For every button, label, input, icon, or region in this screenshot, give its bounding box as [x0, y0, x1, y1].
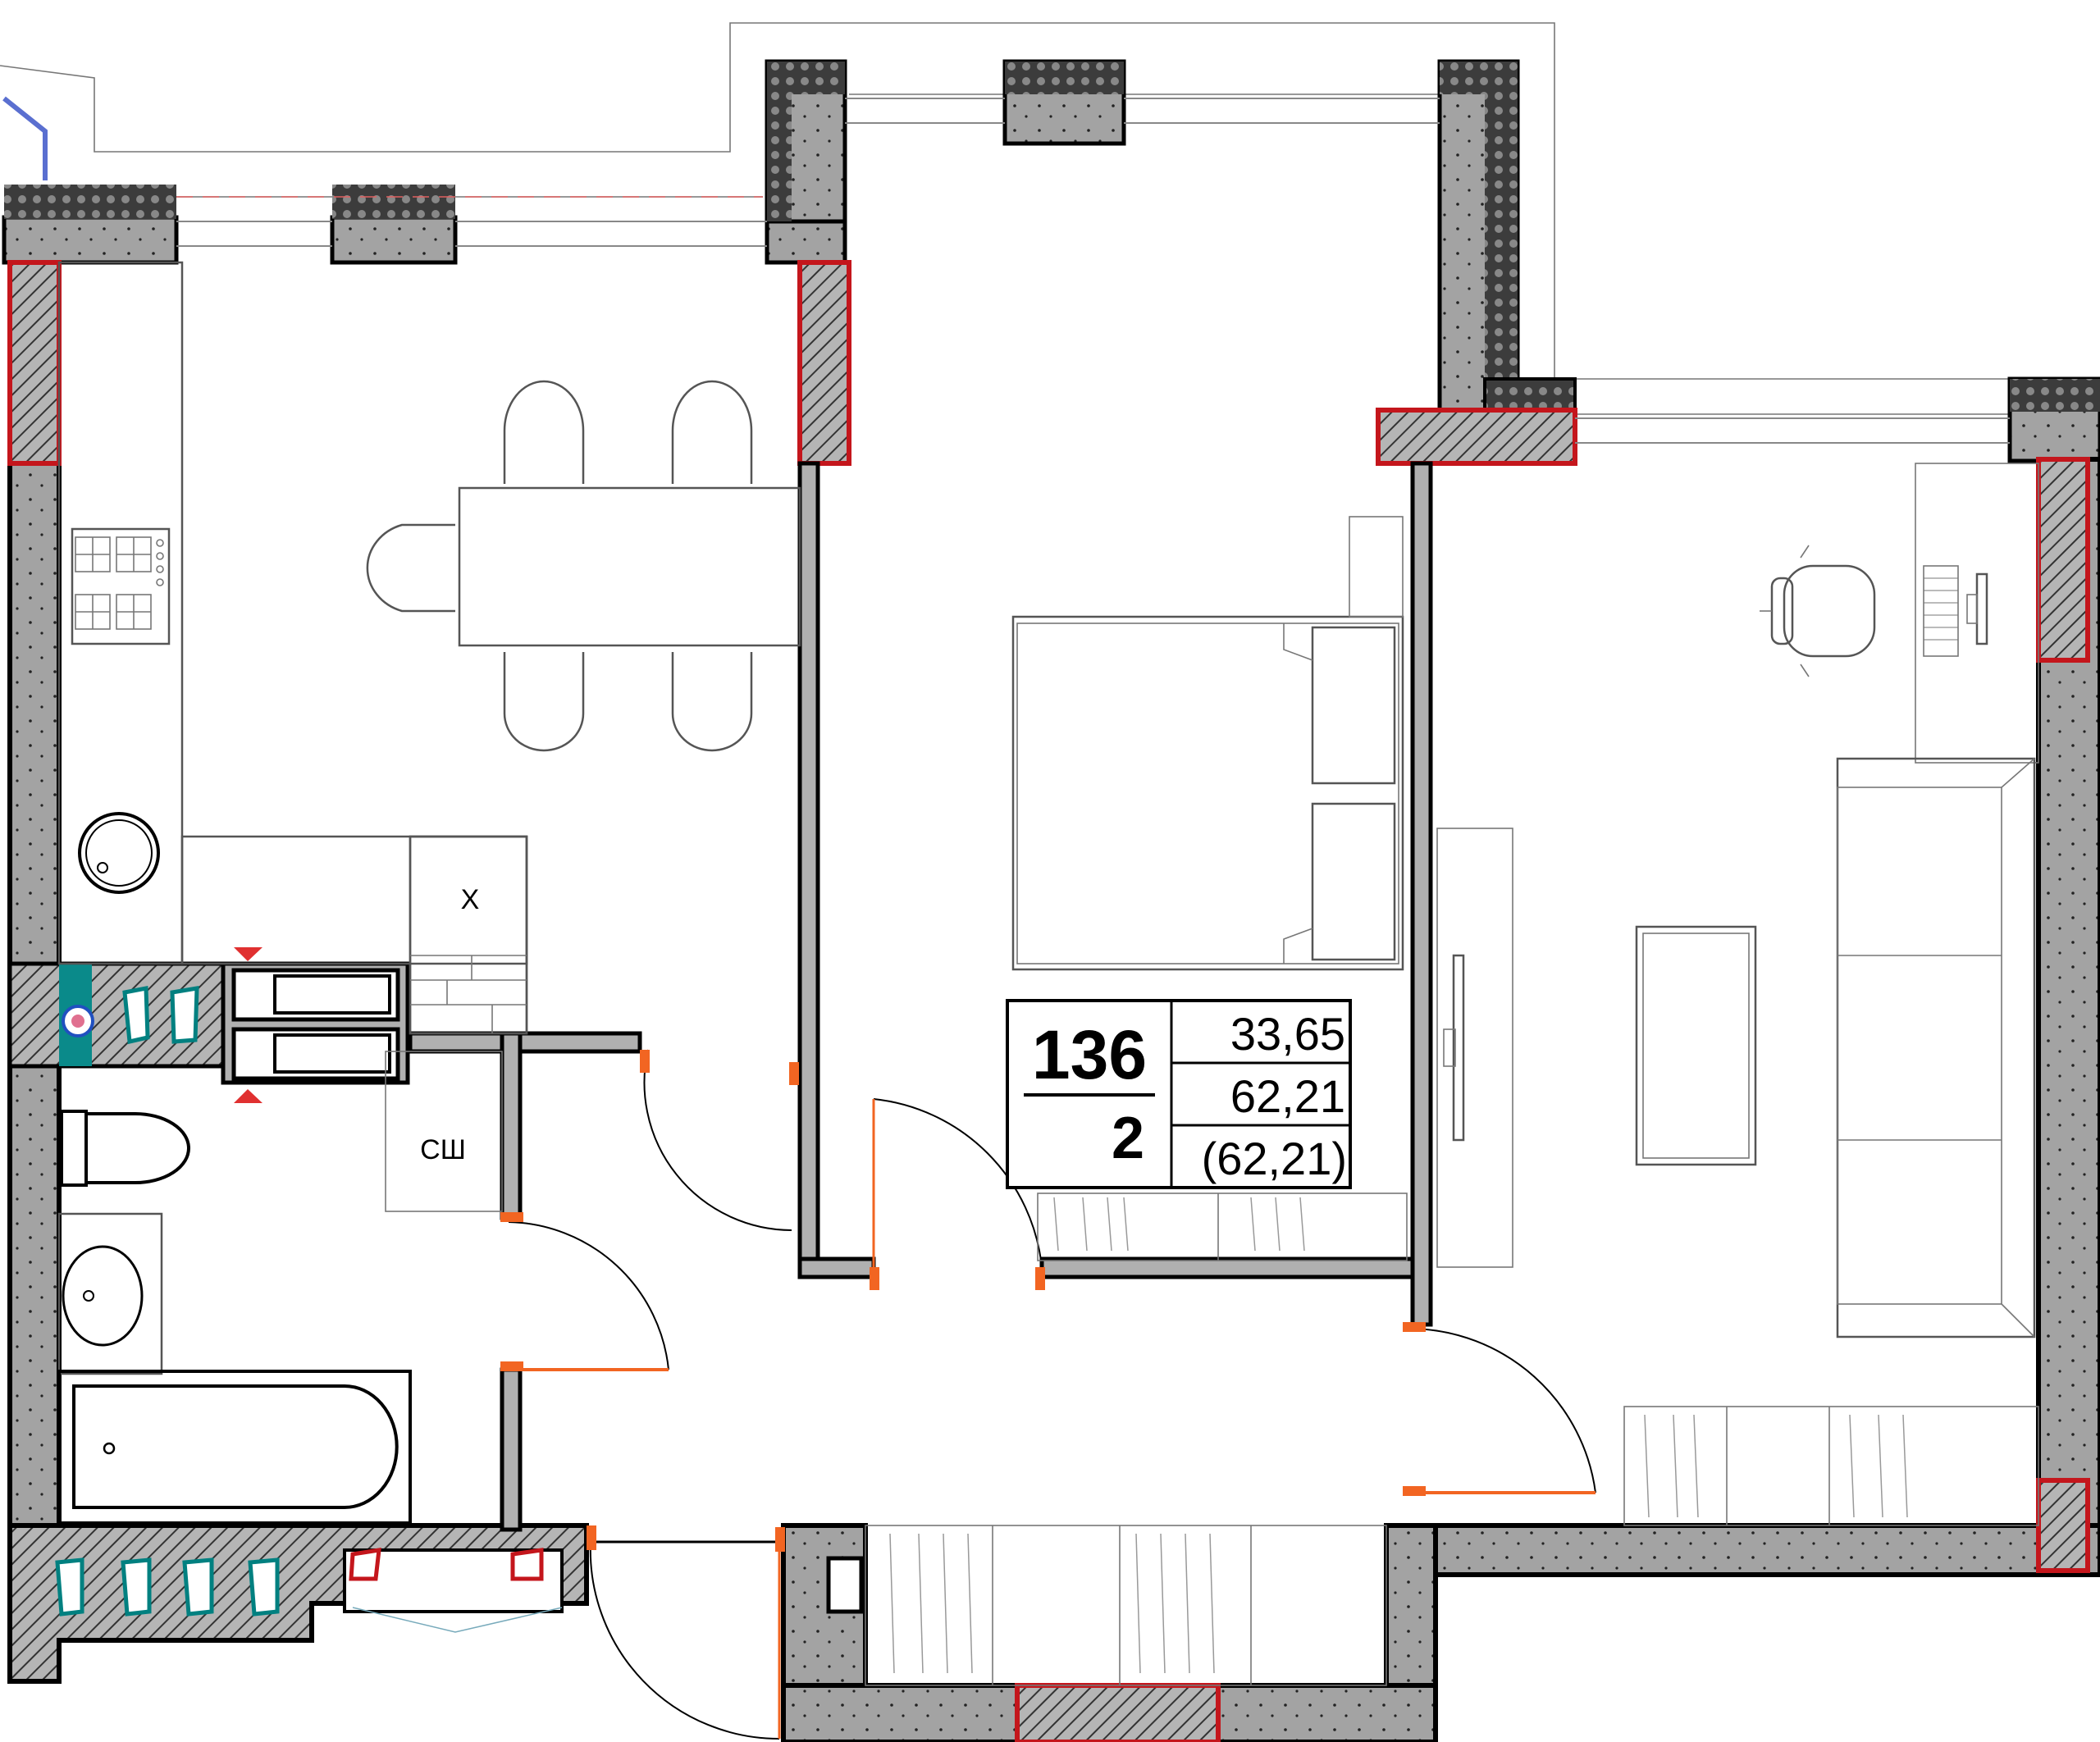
- tv-stand: [1436, 828, 1513, 1268]
- bed: [1011, 516, 1404, 971]
- computer-icon: [1923, 565, 1988, 657]
- toilet-icon: [60, 1110, 190, 1187]
- exterior-walls: [2, 59, 2100, 1742]
- dining-set: [366, 380, 801, 752]
- living-area: 33,65: [1230, 1008, 1345, 1060]
- room-count: 2: [1112, 1106, 1144, 1171]
- refrigerator: Х: [409, 835, 528, 1035]
- bathtub-icon: [57, 1370, 412, 1525]
- kitchen: [57, 261, 528, 1035]
- bedroom-wardrobe: [1037, 1192, 1408, 1261]
- entry-door-frame: [343, 1548, 564, 1633]
- window-glazing: [176, 98, 2010, 444]
- coffee-table: [1635, 925, 1757, 1166]
- office-chair-icon: [1760, 545, 1876, 677]
- doors: [234, 947, 1596, 1740]
- apartment-number: 136: [1032, 1016, 1147, 1093]
- hall-wardrobe: [865, 1525, 1387, 1686]
- wardrobe: СШ: [385, 1051, 503, 1212]
- stove-icon: [71, 527, 171, 645]
- sink-icon: [78, 812, 160, 894]
- refrigerator-label: Х: [461, 884, 480, 915]
- sofa: [1836, 757, 2036, 1338]
- living-wardrobe: [1623, 1406, 2039, 1526]
- washbasin-icon: [57, 1212, 163, 1375]
- total-area-with-balcony: (62,21): [1202, 1133, 1347, 1184]
- apartment-info-label: 136 2 33,65 62,21 (62,21): [1006, 999, 1352, 1189]
- wardrobe-label: СШ: [420, 1134, 466, 1165]
- total-area: 62,21: [1230, 1070, 1345, 1122]
- window-blocks: [7, 260, 2090, 1742]
- desk: [1915, 463, 2039, 764]
- shaft-outline: [2, 96, 48, 180]
